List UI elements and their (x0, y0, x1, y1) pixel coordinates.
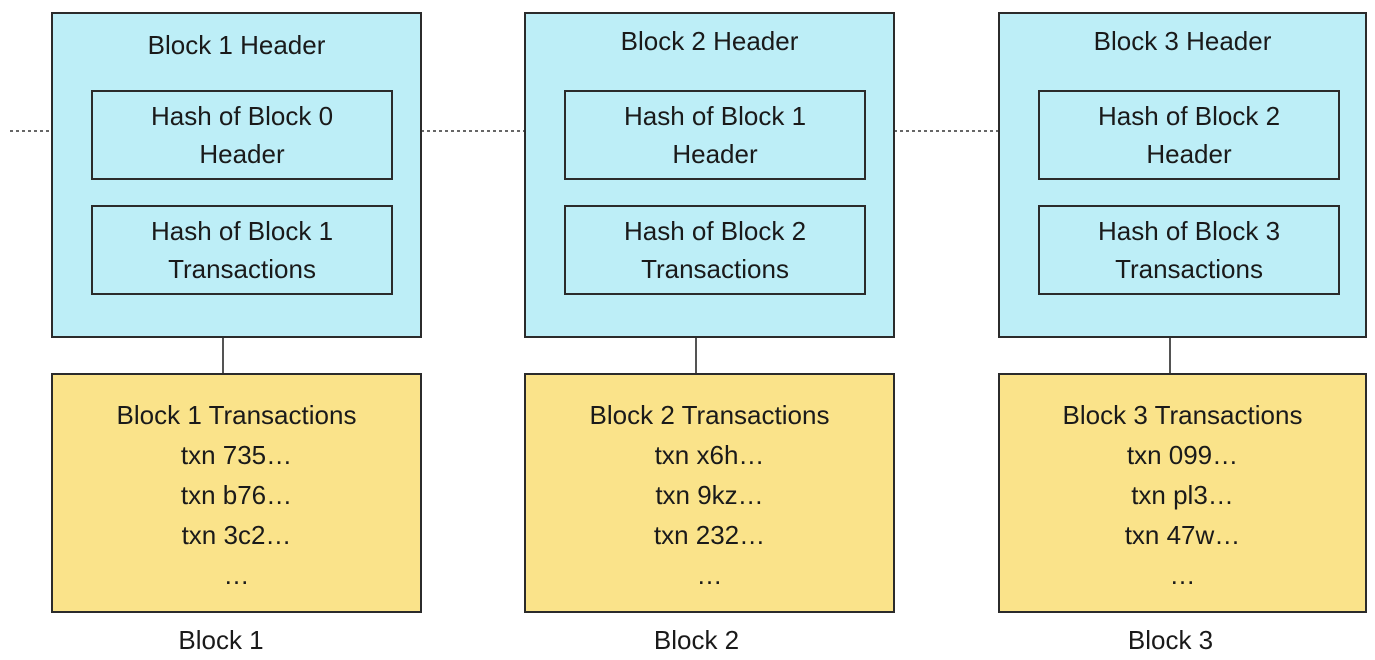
prev-hash-label-line2: Header (1146, 139, 1232, 169)
transaction-item: txn pl3… (1131, 480, 1234, 510)
transaction-item: txn 3c2… (181, 520, 292, 550)
block-transactions-1: Block 1 Transactions txn 735… txn b76… t… (51, 373, 422, 613)
prev-hash-label-line1: Hash of Block 0 (150, 101, 334, 131)
txn-hash-box: Hash of Block 1 Transactions (91, 205, 393, 295)
prev-hash-label-line2: Header (199, 139, 285, 169)
block-caption-3: Block 3 (1127, 625, 1214, 655)
prev-hash-label-line1: Hash of Block 2 (1097, 101, 1281, 131)
block-header-1: Block 1 Header Hash of Block 0 Header Ha… (51, 12, 422, 338)
transactions-title: Block 2 Transactions (589, 400, 830, 430)
txn-hash-label-line2: Transactions (168, 254, 316, 284)
transaction-ellipsis: … (696, 560, 723, 590)
transaction-item: txn 9kz… (655, 480, 764, 510)
transaction-item: txn 47w… (1124, 520, 1241, 550)
block-transactions-2: Block 2 Transactions txn x6h… txn 9kz… t… (524, 373, 895, 613)
block-header-title: Block 1 Header (147, 30, 326, 60)
transaction-ellipsis: … (1169, 560, 1196, 590)
txn-hash-label-line1: Hash of Block 1 (150, 216, 334, 246)
block-caption-1: Block 1 (178, 625, 264, 655)
transaction-item: txn 735… (180, 440, 293, 470)
txn-hash-box: Hash of Block 3 Transactions (1038, 205, 1340, 295)
prev-hash-label-line1: Hash of Block 1 (623, 101, 807, 131)
transaction-item: txn x6h… (654, 440, 765, 470)
block-header-3: Block 3 Header Hash of Block 2 Header Ha… (998, 12, 1367, 338)
txn-hash-label-line1: Hash of Block 2 (623, 216, 807, 246)
prev-hash-label-line2: Header (672, 139, 758, 169)
transaction-ellipsis: … (223, 560, 250, 590)
transactions-title: Block 3 Transactions (1062, 400, 1303, 430)
prev-block-hash-box: Hash of Block 2 Header (1038, 90, 1340, 180)
block-header-2: Block 2 Header Hash of Block 1 Header Ha… (524, 12, 895, 338)
block-transactions-3: Block 3 Transactions txn 099… txn pl3… t… (998, 373, 1367, 613)
block-header-title: Block 2 Header (620, 26, 799, 56)
prev-block-hash-box: Hash of Block 0 Header (91, 90, 393, 180)
prev-block-hash-box: Hash of Block 1 Header (564, 90, 866, 180)
transactions-title: Block 1 Transactions (116, 400, 357, 430)
txn-hash-box: Hash of Block 2 Transactions (564, 205, 866, 295)
transaction-item: txn b76… (180, 480, 293, 510)
block-header-title: Block 3 Header (1093, 26, 1272, 56)
txn-hash-label-line2: Transactions (1115, 254, 1263, 284)
txn-hash-label-line1: Hash of Block 3 (1097, 216, 1281, 246)
block-caption-2: Block 2 (653, 625, 740, 655)
transaction-item: txn 099… (1126, 440, 1239, 470)
transaction-item: txn 232… (653, 520, 766, 550)
txn-hash-label-line2: Transactions (641, 254, 789, 284)
